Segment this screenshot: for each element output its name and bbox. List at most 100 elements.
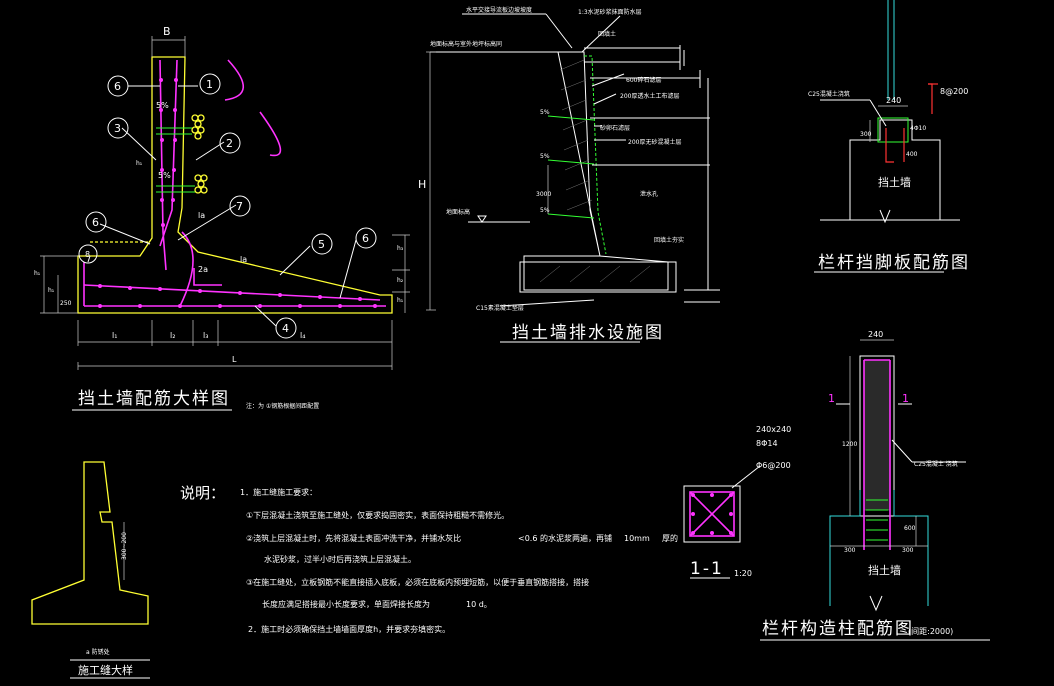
- callout-bubbles: [78, 73, 377, 339]
- slope-label-2: 5%: [158, 171, 171, 180]
- drain-pipe: 泄水孔: [640, 190, 658, 198]
- drain-water: 地面标高: [446, 208, 470, 216]
- drain-200a: 200厚透水土工布滤层: [620, 92, 679, 100]
- la-label-2: la: [240, 255, 247, 264]
- callout-3: [107, 117, 129, 139]
- callout-5-text: 5: [318, 238, 325, 251]
- dim-h1-inner: h₁: [48, 287, 55, 294]
- joint-title: 施工缝大样: [78, 663, 133, 677]
- dim-h-label: h₁: [136, 160, 143, 167]
- dim-h1-right: h₁: [397, 297, 404, 304]
- section-size: 240x240: [756, 425, 791, 434]
- post-spacing: (间距:2000): [908, 627, 953, 636]
- notes-c2b: <0.6 的水泥浆两遍，再铺: [518, 533, 612, 543]
- post-300a: 300: [844, 547, 856, 554]
- post-title: 栏杆构造柱配筋图: [762, 619, 914, 639]
- callout-6c-text: 6: [362, 232, 369, 245]
- rebar-detail-drawing: [40, 36, 410, 411]
- drainage-drawing: [426, 13, 720, 343]
- rebar-detail-title: 挡土墙配筋大样图: [78, 389, 230, 409]
- section-mark-left: 1: [828, 392, 835, 405]
- section-1-1-drawing: [683, 465, 761, 579]
- callout-6c: [355, 227, 377, 249]
- toe-300: 300: [860, 131, 872, 138]
- drain-fill-2: 回填土夯实: [654, 236, 684, 244]
- section-bars: 8Φ14: [756, 439, 778, 448]
- dim-l1: l₁: [112, 331, 117, 340]
- notes-c3c: 10 d。: [466, 600, 492, 609]
- 2a-label: 2a: [198, 265, 208, 274]
- toe-c25: C25混凝土浇筑: [808, 90, 850, 98]
- toe-board-drawing: [814, 0, 960, 273]
- drain-fill: 回填土: [598, 30, 616, 38]
- drain-slope-1: 5%: [540, 109, 550, 116]
- post-600: 600: [904, 525, 916, 532]
- callout-6b-text: 6: [92, 216, 99, 229]
- post-c25: C25混凝土 浇筑: [914, 460, 958, 468]
- notes-heading: 说明：: [180, 484, 225, 502]
- joint-a: a 防锈处: [86, 648, 110, 656]
- callout-5: [311, 233, 333, 255]
- drain-top-note: 水平交接导流板边坡坡度: [466, 6, 532, 14]
- callout-7-text: 7: [236, 200, 243, 213]
- toe-8: 8@200: [940, 87, 968, 96]
- notes-item2: 2．施工时必须确保挡土墙墙面厚度h，并要求夯填密实。: [248, 624, 450, 634]
- post-240: 240: [868, 330, 883, 339]
- drain-slope-2: 5%: [540, 153, 550, 160]
- callout-7: [229, 195, 251, 217]
- post-300b: 300: [902, 547, 914, 554]
- drain-3000: 3000: [536, 191, 551, 198]
- dim-h1-left: h₁: [34, 270, 41, 277]
- drain-gravel: 砂卵石滤层: [600, 124, 630, 132]
- dim-l2: l₂: [170, 331, 175, 340]
- callout-6b: [85, 211, 107, 233]
- drain-top-note-2: 1:3水泥砂浆抹面防水层: [578, 8, 642, 16]
- notes-c2e: 水泥砂浆，过半小时后再浇筑上层混凝土。: [264, 554, 416, 564]
- drain-H: H: [418, 178, 426, 191]
- section-mark-right: 1: [902, 392, 909, 405]
- section-stirrups: Φ6@200: [756, 461, 791, 470]
- callout-1: [199, 73, 221, 95]
- dim-l4: l₄: [300, 331, 305, 340]
- post-drawing: [760, 339, 990, 641]
- drainage-title: 挡土墙排水设施图: [512, 323, 664, 343]
- gravel-cluster: [191, 114, 208, 194]
- toe-240: 240: [886, 96, 901, 105]
- notes-block: 说明： 1．施工缝施工要求： ①下层混凝土浇筑至施工缝处，仅要求捣固密实，表面保…: [180, 484, 678, 634]
- notes-c2c: 10mm: [624, 534, 650, 543]
- toe-400: 400: [906, 151, 918, 158]
- post-stirrups: [866, 499, 888, 541]
- drain-slope-3: 5%: [540, 207, 550, 214]
- callout-8: [78, 244, 98, 264]
- drain-200b: 200厚无砂混凝土层: [628, 138, 681, 146]
- joint-dim: 300~200: [121, 532, 128, 560]
- toe-board-title: 栏杆挡脚板配筋图: [818, 253, 970, 273]
- callout-1-text: 1: [206, 78, 213, 91]
- section-1-1-title: 1-1: [690, 559, 724, 579]
- callout-4-text: 4: [282, 322, 289, 335]
- slope-label: 5%: [156, 101, 169, 110]
- joint-drawing: [31, 461, 150, 679]
- dim-250: 250: [60, 300, 72, 307]
- notes-item1: 1．施工缝施工要求：: [240, 487, 317, 497]
- post-wall: 挡土墙: [868, 563, 901, 577]
- dim-B: B: [163, 25, 171, 38]
- drain-600: 600碎石滤层: [626, 76, 661, 84]
- notes-c2a: ②浇筑上层混凝土时，先将混凝土表面冲洗干净，并铺水灰比: [246, 533, 461, 543]
- notes-c1: ①下层混凝土浇筑至施工缝处，仅要求捣固密实，表面保持粗糙不需修光。: [246, 510, 509, 520]
- callout-2: [219, 132, 241, 154]
- drain-c15: C15素混凝土垫层: [476, 304, 524, 312]
- callout-8-text: 8: [85, 250, 90, 259]
- dim-h3: h₃: [397, 245, 404, 252]
- rebar-dots: [98, 78, 377, 308]
- rebar-detail-note: 注：为 ①钢筋根据间距配置: [246, 402, 319, 410]
- toe-wall: 挡土墙: [878, 175, 911, 189]
- callout-3-text: 3: [114, 122, 121, 135]
- toe-phi: 4Φ10: [910, 125, 926, 132]
- callout-6a-text: 6: [114, 80, 121, 93]
- callout-4: [275, 317, 297, 339]
- post-1200: 1200: [842, 441, 857, 448]
- notes-c3a: ③在施工缝处，立板钢筋不能直接插入底板，必须在底板内预埋短筋，以便于垂直钢筋搭接…: [246, 577, 589, 587]
- callout-6a: [107, 75, 129, 97]
